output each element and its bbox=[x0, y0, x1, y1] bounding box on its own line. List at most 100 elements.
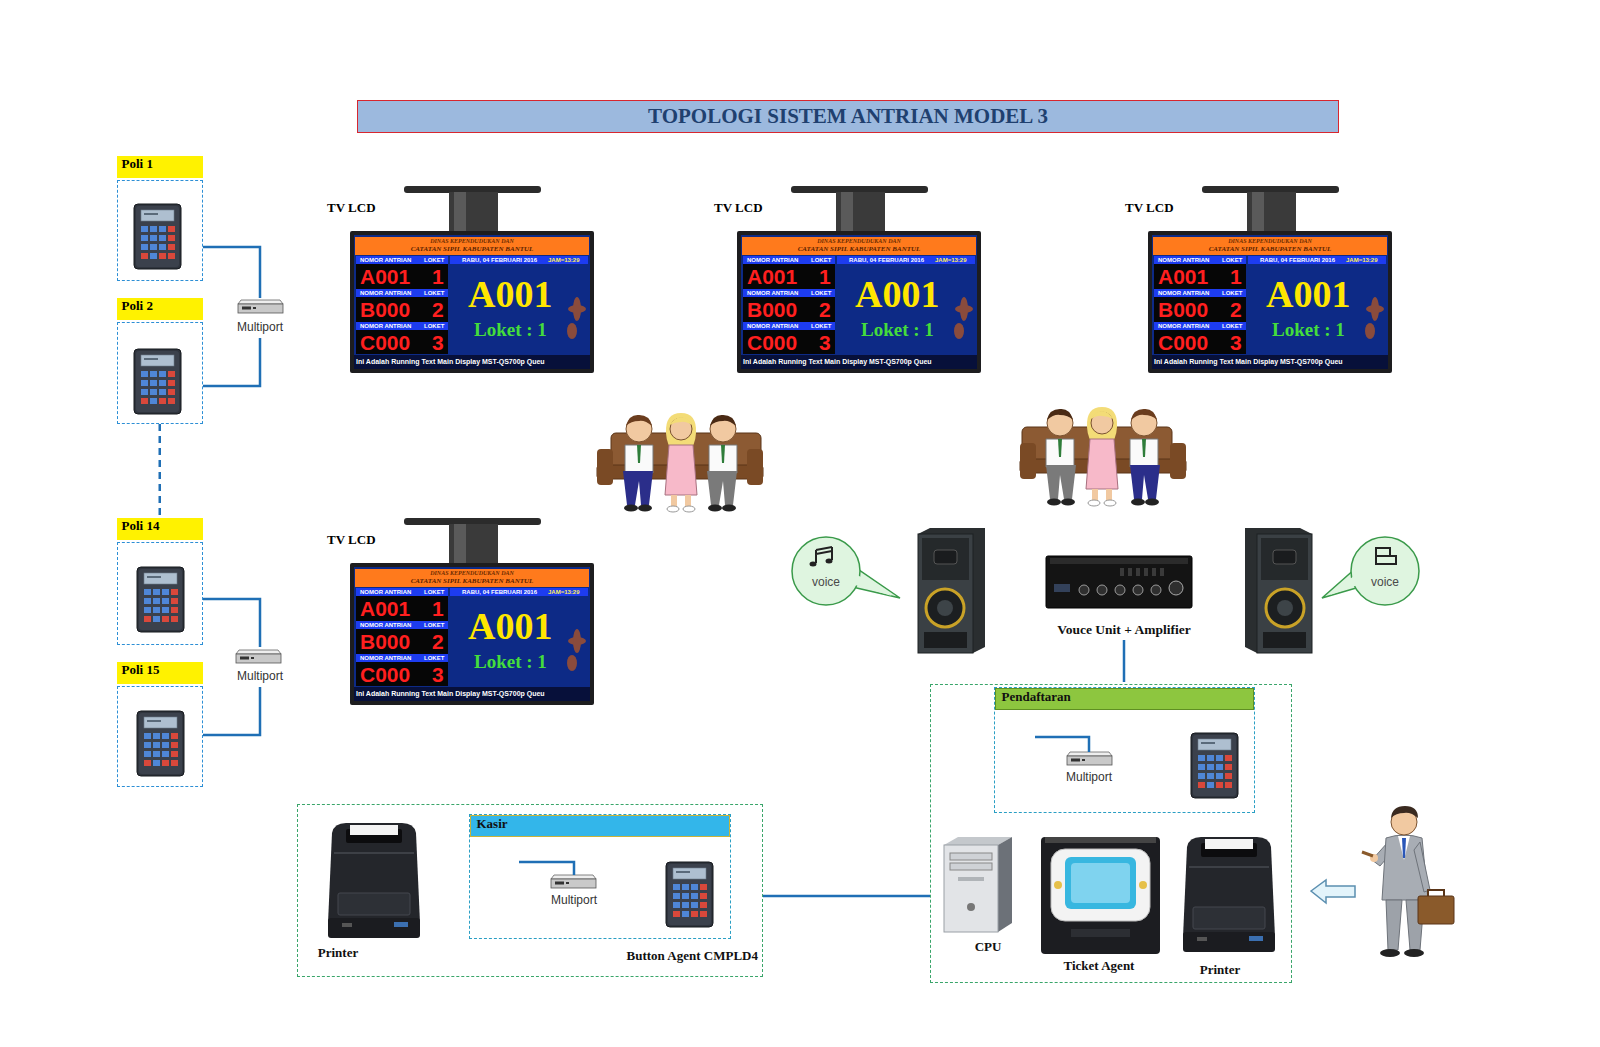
visitor-figure bbox=[1414, 842, 1430, 892]
node-label: LOKET bbox=[424, 323, 444, 329]
node-label: C000 bbox=[360, 332, 410, 353]
station-box: Poli 15 bbox=[117, 686, 203, 787]
node-label: Ini Adalah Running Text Main Display MST… bbox=[1154, 358, 1343, 365]
node-label: RABU, 04 FEBRUARI 2016 bbox=[462, 589, 537, 595]
ticket-kiosk-icon bbox=[1054, 881, 1062, 889]
visitor-figure bbox=[1380, 949, 1400, 957]
illustration bbox=[918, 528, 985, 653]
amplifier-icon bbox=[1160, 568, 1164, 576]
node-label: DINAS KEPENDUDUKAN DAN bbox=[355, 570, 589, 577]
amplifier-icon bbox=[1120, 568, 1124, 576]
illustration bbox=[236, 650, 281, 663]
counter-box: MultiportPendaftaran bbox=[994, 687, 1255, 813]
node-label: voice bbox=[792, 575, 860, 589]
illustration bbox=[666, 862, 713, 927]
node-label: A001 bbox=[360, 266, 410, 287]
node-label: Ini Adalah Running Text Main Display MST… bbox=[356, 358, 545, 365]
speech-bubble bbox=[1351, 537, 1419, 605]
node-label: Printer bbox=[1178, 962, 1262, 978]
ticket-kiosk-icon bbox=[1071, 863, 1130, 903]
amplifier-icon bbox=[1144, 568, 1148, 576]
node-label: NOMOR ANTRIAN bbox=[1158, 323, 1209, 329]
node-label: CATATAN SIPIL KABUPATEN BANTUL bbox=[355, 246, 589, 254]
illustration bbox=[134, 349, 181, 414]
visitor-figure bbox=[1428, 890, 1444, 896]
illustration bbox=[551, 875, 596, 888]
amplifier-icon bbox=[1050, 558, 1188, 564]
node-label: Loket : 1 bbox=[474, 320, 547, 339]
node-label: A001 bbox=[1266, 275, 1350, 313]
node-label: LOKET bbox=[1222, 290, 1242, 296]
illustration bbox=[597, 413, 763, 512]
connector bbox=[203, 247, 260, 298]
entry-arrow bbox=[1311, 880, 1355, 903]
tv-display: TV LCDDINAS KEPENDUDUKAN DANCATATAN SIPI… bbox=[350, 563, 594, 705]
area-group: MultiportPendaftaranCPUTicket AgentPrint… bbox=[930, 684, 1292, 983]
amplifier-unit: Vouce Unit + Amplifier bbox=[1036, 552, 1212, 640]
node-label: NOMOR ANTRIAN bbox=[360, 622, 411, 628]
node-label: Multiport bbox=[230, 669, 290, 683]
counter-box: MultiportKasir bbox=[469, 814, 731, 939]
node-label: NOMOR ANTRIAN bbox=[747, 257, 798, 263]
connector bbox=[203, 687, 260, 735]
node-label: Vouce Unit + Amplifier bbox=[1036, 622, 1212, 638]
node-label: Loket : 1 bbox=[861, 320, 934, 339]
node-label: B000 bbox=[360, 299, 410, 320]
voice-bubble: voice bbox=[1351, 537, 1419, 605]
node-label: DINAS KEPENDUDUKAN DAN bbox=[1153, 238, 1387, 245]
node-label: Poli 1 bbox=[117, 156, 203, 178]
ticket-kiosk-icon bbox=[1065, 857, 1136, 909]
speech-bubble bbox=[845, 571, 892, 596]
ticket-kiosk-icon bbox=[1041, 837, 1160, 954]
node-label: TV LCD bbox=[714, 200, 763, 216]
node-label: Loket : 1 bbox=[1272, 320, 1345, 339]
node-label: Multiport bbox=[1059, 770, 1119, 784]
local-wire bbox=[1035, 737, 1089, 752]
node-label: JAM=13:29 bbox=[935, 257, 967, 263]
node-label: DINAS KEPENDUDUKAN DAN bbox=[355, 238, 589, 245]
node-label: LOKET bbox=[811, 290, 831, 296]
amplifier-icon bbox=[1097, 585, 1107, 595]
illustration bbox=[1183, 837, 1275, 952]
node-label: NOMOR ANTRIAN bbox=[360, 257, 411, 263]
visitor-figure bbox=[1402, 838, 1406, 858]
illustration bbox=[1191, 733, 1238, 798]
illustration bbox=[350, 186, 594, 373]
visitor-figure bbox=[1362, 806, 1454, 957]
illustration bbox=[350, 518, 594, 705]
node-label: Multiport bbox=[230, 320, 290, 334]
amplifier-icon bbox=[1169, 581, 1183, 595]
node-label: 3 bbox=[819, 332, 831, 353]
amplifier-icon bbox=[1115, 585, 1125, 595]
node-label: CPU bbox=[958, 939, 1018, 955]
node-label: CATATAN SIPIL KABUPATEN BANTUL bbox=[355, 578, 589, 586]
illustration bbox=[737, 186, 981, 373]
voice-icon bbox=[816, 547, 832, 563]
node-label: A001 bbox=[360, 598, 410, 619]
connector bbox=[1123, 640, 1126, 682]
tv-display: TV LCDDINAS KEPENDUDUKAN DANCATATAN SIPI… bbox=[350, 231, 594, 373]
cpu-icon bbox=[950, 863, 992, 870]
node-label: LOKET bbox=[811, 257, 831, 263]
voice-icon bbox=[810, 562, 817, 567]
cpu-icon bbox=[958, 877, 984, 881]
node-label: NOMOR ANTRIAN bbox=[1158, 290, 1209, 296]
multiport-hub: Multiport bbox=[230, 298, 290, 336]
node-label: Poli 14 bbox=[117, 518, 203, 540]
tv-display: TV LCDDINAS KEPENDUDUKAN DANCATATAN SIPI… bbox=[737, 231, 981, 373]
tv-display: TV LCDDINAS KEPENDUDUKAN DANCATATAN SIPI… bbox=[1148, 231, 1392, 373]
node-label: 2 bbox=[1230, 299, 1242, 320]
node-label: Poli 15 bbox=[117, 662, 203, 684]
node-label: LOKET bbox=[424, 589, 444, 595]
node-label: LOKET bbox=[424, 257, 444, 263]
cpu-icon bbox=[944, 837, 1012, 932]
amplifier-icon bbox=[1136, 568, 1140, 576]
node-label: Printer bbox=[308, 945, 368, 961]
node-label: Loket : 1 bbox=[474, 652, 547, 671]
ticket-kiosk-icon bbox=[1139, 881, 1147, 889]
amplifier-icon bbox=[1046, 556, 1192, 608]
node-label: Poli 2 bbox=[117, 298, 203, 320]
node-label: Ini Adalah Running Text Main Display MST… bbox=[743, 358, 932, 365]
